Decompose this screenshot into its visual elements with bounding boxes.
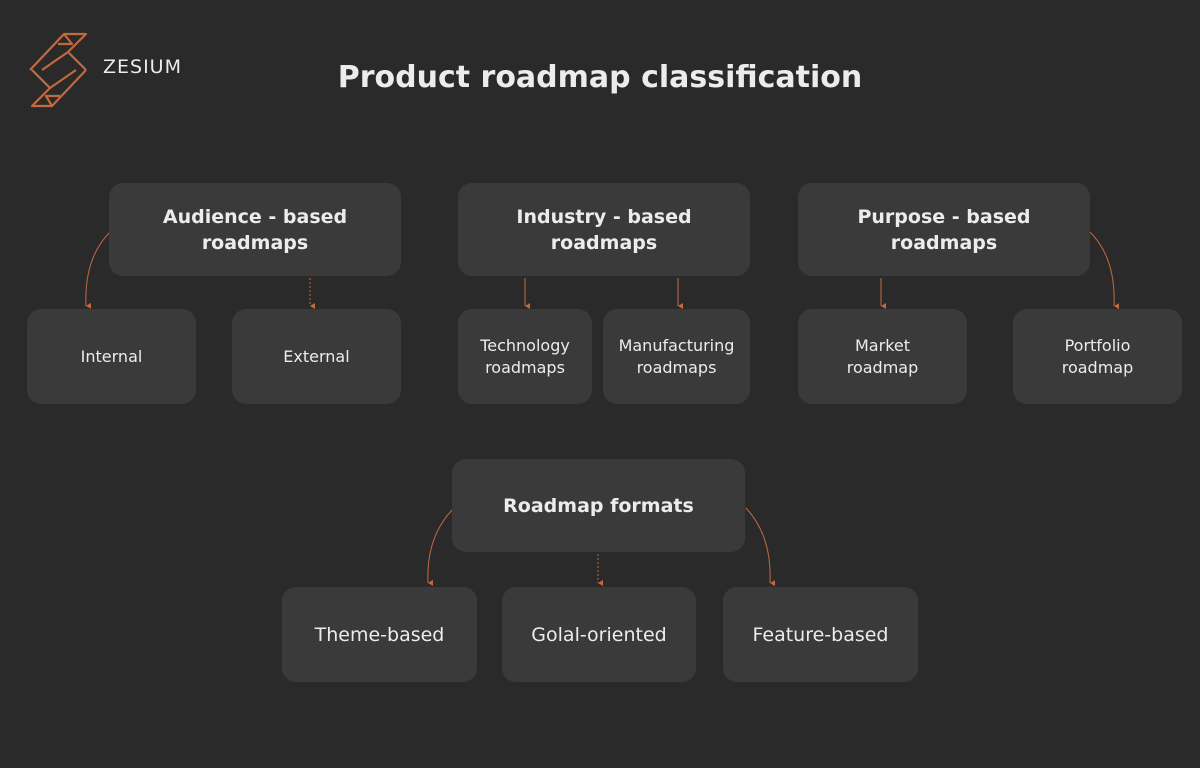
zesium-logo-icon xyxy=(29,32,88,108)
industry-based-label: Industry - based roadmaps xyxy=(516,205,692,254)
goal-oriented-label: Golal-oriented xyxy=(531,623,667,646)
external-node: External xyxy=(232,309,401,404)
audience-based-label: Audience - based roadmaps xyxy=(162,205,348,254)
brand-name: ZESIUM xyxy=(103,56,182,78)
technology-label: Technology roadmaps xyxy=(480,335,570,377)
connector-audience-internal xyxy=(85,231,111,309)
connector-purpose-portfolio xyxy=(1089,231,1120,310)
internal-node: Internal xyxy=(27,309,196,404)
purpose-based-label: Purpose - based roadmaps xyxy=(857,205,1031,254)
feature-based-node: Feature-based xyxy=(723,587,918,682)
audience-based-node: Audience - based roadmaps xyxy=(109,183,401,276)
manufacturing-label: Manufacturing roadmaps xyxy=(618,335,735,377)
portfolio-node: Portfolio roadmap xyxy=(1013,309,1182,404)
external-label: External xyxy=(283,346,350,366)
roadmap-formats-label: Roadmap formats xyxy=(503,494,694,517)
connector-formats-theme xyxy=(427,507,455,586)
roadmap-formats-node: Roadmap formats xyxy=(452,459,745,552)
market-node: Market roadmap xyxy=(798,309,967,404)
internal-label: Internal xyxy=(80,346,143,366)
goal-oriented-node: Golal-oriented xyxy=(502,587,696,682)
manufacturing-node: Manufacturing roadmaps xyxy=(603,309,750,404)
market-label: Market roadmap xyxy=(846,335,919,377)
theme-based-label: Theme-based xyxy=(314,623,445,646)
purpose-based-node: Purpose - based roadmaps xyxy=(798,183,1090,276)
theme-based-node: Theme-based xyxy=(282,587,477,682)
technology-node: Technology roadmaps xyxy=(458,309,592,404)
industry-based-node: Industry - based roadmaps xyxy=(458,183,750,276)
zesium-logo: ZESIUM xyxy=(28,28,198,108)
connector-formats-feature xyxy=(745,507,776,587)
page-title: Product roadmap classification xyxy=(337,60,863,95)
portfolio-label: Portfolio roadmap xyxy=(1061,335,1134,377)
feature-based-label: Feature-based xyxy=(752,623,889,646)
